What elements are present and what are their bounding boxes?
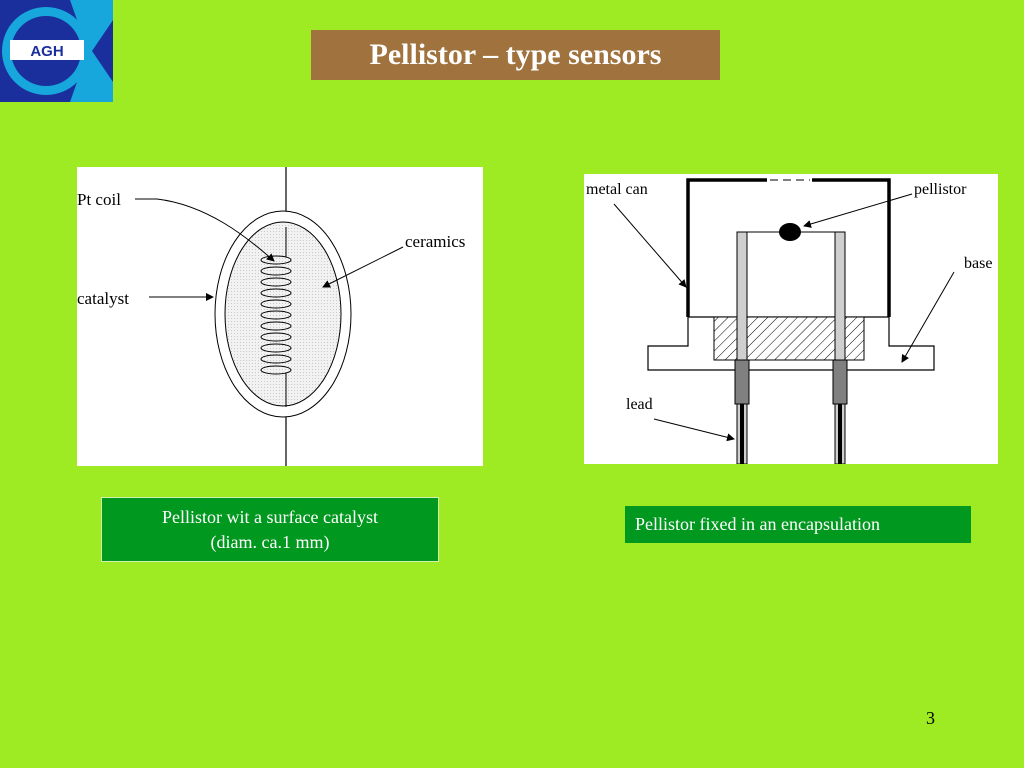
logo-text: AGH: [30, 43, 63, 60]
ceramics-body: [224, 221, 342, 407]
label-base: base: [964, 255, 992, 272]
page-number: 3: [926, 708, 935, 728]
agh-logo: AGH: [0, 0, 113, 102]
pt-coil: [260, 227, 292, 407]
label-ceramics: ceramics: [405, 232, 465, 251]
caption-encapsulation: Pellistor fixed in an encapsulation: [625, 506, 971, 543]
label-lead: lead: [626, 396, 653, 413]
metal-can-left: [686, 178, 767, 317]
caption-surface-catalyst: Pellistor wit a surface catalyst (diam. …: [101, 497, 439, 562]
label-catalyst: catalyst: [77, 289, 129, 308]
pt-coil-arrow: [135, 198, 275, 262]
caption-encapsulation-text: Pellistor fixed in an encapsulation: [635, 514, 880, 534]
pellistor-arrow: [803, 193, 913, 228]
slide-title-text: Pellistor – type sensors: [369, 38, 662, 71]
pellistor-encapsulation-diagram: metal can pellistor base lead: [584, 174, 998, 464]
metal-can-right: [812, 178, 891, 317]
agh-logo-graphic: AGH: [0, 0, 113, 102]
pellistor-bead: [779, 223, 801, 241]
leads: [734, 231, 848, 464]
pellistor-catalyst-diagram: Pt coil ceramics catalyst: [77, 167, 483, 466]
pellistor-catalyst-drawing: Pt coil ceramics catalyst: [77, 167, 465, 466]
label-metal-can: metal can: [586, 181, 648, 198]
lead-arrow: [653, 418, 735, 442]
pellistor-encapsulation-drawing: metal can pellistor base lead: [586, 178, 992, 464]
metal-can-arrow: [613, 203, 687, 288]
caption-surface-catalyst-line1: Pellistor wit a surface catalyst: [162, 507, 378, 527]
label-pellistor: pellistor: [914, 181, 967, 198]
caption-surface-catalyst-line2: (diam. ca.1 mm): [210, 532, 330, 552]
label-pt-coil: Pt coil: [77, 190, 121, 209]
ceramics-arrow: [322, 246, 404, 288]
slide-title: Pellistor – type sensors: [311, 30, 720, 80]
base-arrow: [901, 271, 955, 363]
